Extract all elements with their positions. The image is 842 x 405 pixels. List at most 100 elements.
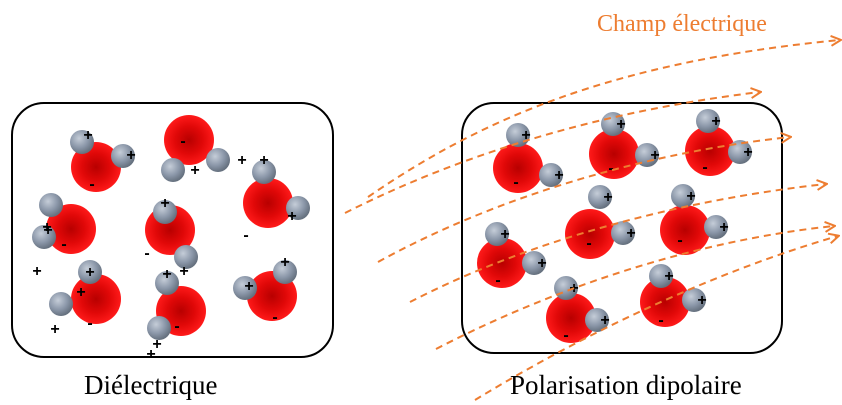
positive-charge: + bbox=[287, 208, 296, 225]
positive-charge: + bbox=[85, 264, 94, 281]
hydrogen-atom bbox=[153, 200, 177, 224]
hydrogen-atom bbox=[671, 184, 695, 208]
positive-charge: + bbox=[719, 219, 728, 236]
polarized-molecules: ++-++-++-++-++-++-++-++- bbox=[477, 109, 753, 344]
positive-charge: + bbox=[50, 321, 59, 338]
negative-charge: - bbox=[243, 227, 248, 244]
positive-charge: + bbox=[500, 226, 509, 243]
hydrogen-atom bbox=[611, 221, 635, 245]
positive-charge: + bbox=[244, 278, 253, 295]
field-line bbox=[344, 92, 760, 214]
dielectric-frame bbox=[11, 102, 334, 358]
positive-charge: + bbox=[650, 147, 659, 164]
hydrogen-atom bbox=[728, 140, 752, 164]
negative-charge: - bbox=[87, 315, 92, 332]
negative-charge: - bbox=[513, 174, 518, 191]
positive-charge: + bbox=[237, 152, 246, 169]
negative-charge: - bbox=[180, 133, 185, 150]
hydrogen-atom bbox=[174, 245, 198, 269]
water-molecule: + + - bbox=[660, 184, 729, 255]
water-molecule: + + - bbox=[640, 264, 707, 329]
oxygen-atom bbox=[640, 277, 690, 327]
positive-charge: + bbox=[259, 152, 268, 169]
oxygen-atom bbox=[565, 209, 615, 259]
negative-charge: - bbox=[702, 159, 707, 176]
hydrogen-atom bbox=[32, 225, 56, 249]
negative-charge: - bbox=[677, 232, 682, 249]
positive-charge: + bbox=[554, 167, 563, 184]
positive-charge: + bbox=[600, 312, 609, 329]
water-molecule: ++- bbox=[161, 115, 247, 182]
oxygen-atom bbox=[477, 238, 527, 288]
oxygen-atom bbox=[493, 143, 543, 193]
negative-charge: - bbox=[586, 235, 591, 252]
dielectric-caption: Diélectrique bbox=[84, 370, 217, 400]
oxygen-atom bbox=[164, 115, 214, 165]
negative-charge: - bbox=[495, 272, 500, 289]
oxygen-atom bbox=[685, 126, 735, 176]
positive-charge: + bbox=[697, 292, 706, 309]
field-line bbox=[474, 236, 838, 401]
positive-charge: + bbox=[32, 263, 41, 280]
polarization-panel: ++-++-++-++-++-++-++-++- bbox=[461, 102, 783, 354]
hydrogen-atom bbox=[682, 288, 706, 312]
hydrogen-atom bbox=[39, 193, 63, 217]
polarization-frame bbox=[461, 102, 783, 354]
water-molecule: + + - bbox=[233, 254, 297, 326]
dielectric-panel: ++-++-++-++-++-++-++-++-+++ bbox=[11, 102, 334, 363]
hydrogen-atom bbox=[49, 292, 73, 316]
positive-charge: + bbox=[664, 268, 673, 285]
hydrogen-atom bbox=[704, 215, 728, 239]
positive-charge: + bbox=[280, 254, 289, 271]
positive-charge: + bbox=[711, 113, 720, 130]
negative-charge: - bbox=[174, 318, 179, 335]
water-molecule: ++- bbox=[32, 193, 96, 254]
negative-charge: - bbox=[89, 176, 94, 193]
hydrogen-atom bbox=[70, 130, 94, 154]
positive-charge: + bbox=[126, 147, 135, 164]
water-molecule: + + - bbox=[70, 127, 136, 193]
negative-charge: - bbox=[608, 160, 613, 177]
oxygen-atom bbox=[546, 293, 596, 343]
water-molecule: ++- bbox=[49, 260, 121, 332]
hydrogen-atom bbox=[273, 260, 297, 284]
positive-charge: + bbox=[160, 195, 169, 212]
negative-charge: - bbox=[144, 245, 149, 262]
positive-charge: + bbox=[537, 255, 546, 272]
positive-charge: + bbox=[76, 284, 85, 301]
water-molecule: + + - bbox=[243, 152, 310, 244]
hydrogen-atom bbox=[147, 316, 171, 340]
positive-charge: + bbox=[42, 219, 51, 236]
positive-charge: + bbox=[190, 162, 199, 179]
water-molecule: + + - bbox=[589, 112, 660, 179]
positive-charge: + bbox=[146, 346, 155, 363]
positive-charge: + bbox=[83, 127, 92, 144]
hydrogen-atom bbox=[522, 251, 546, 275]
negative-charge: - bbox=[658, 312, 663, 329]
positive-charge: + bbox=[43, 222, 52, 239]
hydrogen-atom bbox=[155, 271, 179, 295]
hydrogen-atom bbox=[161, 158, 185, 182]
negative-charge: - bbox=[272, 309, 277, 326]
polarization-caption: Polarisation dipolaire bbox=[510, 370, 742, 400]
hydrogen-atom bbox=[585, 308, 609, 332]
hydrogen-atom bbox=[78, 260, 102, 284]
oxygen-atom bbox=[71, 274, 121, 324]
field-line bbox=[435, 226, 834, 350]
hydrogen-atom bbox=[111, 144, 135, 168]
hydrogen-atom bbox=[206, 148, 230, 172]
hydrogen-atom bbox=[485, 222, 509, 246]
water-molecule: ++- bbox=[144, 195, 198, 280]
hydrogen-atom bbox=[588, 185, 612, 209]
positive-charge: + bbox=[616, 116, 625, 133]
field-line bbox=[367, 40, 840, 198]
field-label: Champ électrique bbox=[597, 11, 767, 37]
positive-charge: + bbox=[686, 188, 695, 205]
field-line bbox=[409, 184, 826, 303]
positive-charge: + bbox=[521, 127, 530, 144]
hydrogen-atom bbox=[286, 196, 310, 220]
electric-field-lines bbox=[344, 40, 840, 401]
oxygen-atom bbox=[243, 178, 293, 228]
water-molecule: + + - bbox=[477, 222, 547, 289]
